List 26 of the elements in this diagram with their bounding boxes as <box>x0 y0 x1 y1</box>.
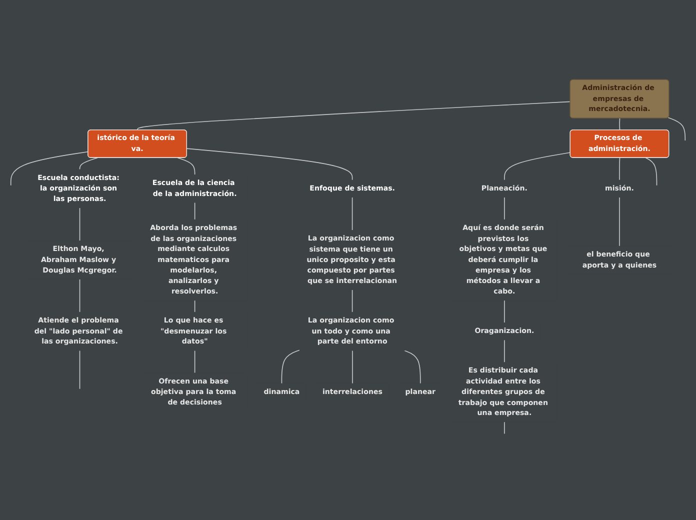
connector <box>504 421 505 434</box>
connector <box>619 157 620 180</box>
connector <box>619 196 620 247</box>
connector <box>186 148 353 180</box>
connector <box>79 278 80 313</box>
connector <box>504 300 505 324</box>
connector <box>194 202 196 220</box>
connector <box>177 157 196 176</box>
connector <box>404 350 421 384</box>
connector <box>352 289 353 313</box>
connector <box>79 207 80 242</box>
connector <box>668 117 686 141</box>
connector <box>194 300 196 313</box>
connector <box>619 118 620 131</box>
connector <box>504 152 571 180</box>
connector <box>79 350 80 390</box>
connector <box>194 350 196 374</box>
connector <box>352 196 353 231</box>
connector <box>281 350 300 384</box>
connector <box>645 157 658 186</box>
connector <box>352 350 353 384</box>
connector <box>504 340 505 363</box>
connector <box>137 101 571 131</box>
connector <box>10 151 89 186</box>
connector <box>504 196 505 220</box>
connector <box>79 157 98 170</box>
